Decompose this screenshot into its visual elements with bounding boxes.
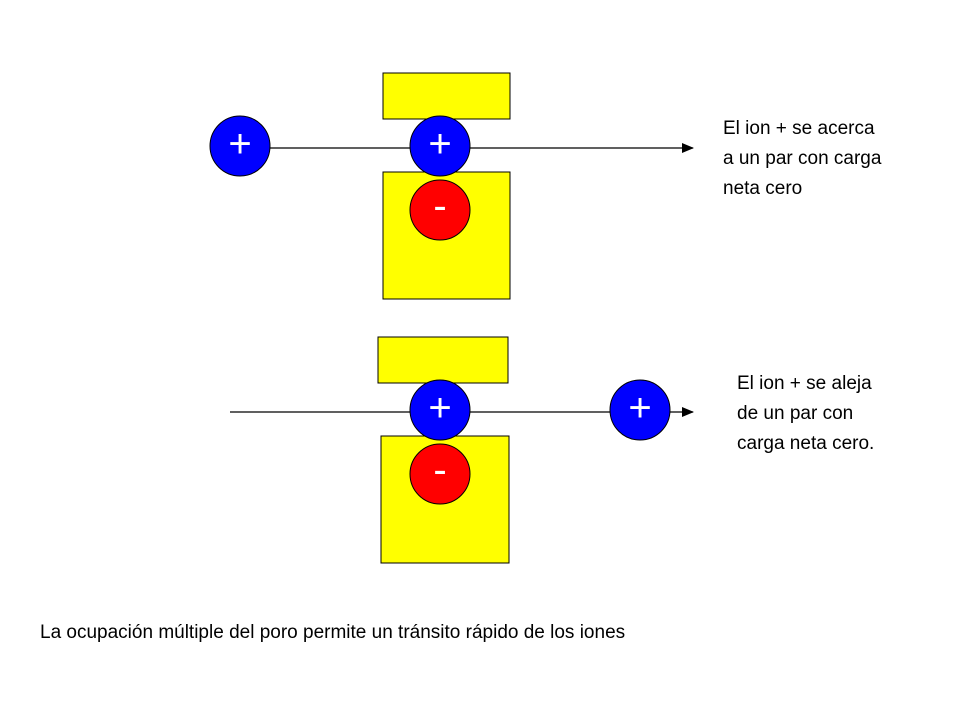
ion-sign: - [433, 184, 446, 228]
cation-ion: + [409, 379, 471, 441]
caption: La ocupación múltiple del poro permite u… [40, 622, 626, 643]
ion-sign: + [428, 386, 451, 430]
description-line: neta cero [723, 178, 803, 199]
description-line: carga neta cero. [737, 433, 875, 454]
anion-ion: - [409, 443, 471, 505]
panel-depart: + + - [230, 336, 694, 564]
ion-sign: + [228, 122, 251, 166]
description-line: El ion + se acerca [723, 118, 875, 139]
description-line: El ion + se aleja [737, 373, 872, 394]
pore-block-upper [382, 72, 511, 120]
description-approach: El ion + se acerca a un par con carga ne… [723, 114, 881, 204]
ion-sign: - [433, 448, 446, 492]
description-line: a un par con carga [723, 148, 882, 169]
ion-sign: + [428, 122, 451, 166]
cation-ion: + [609, 379, 671, 441]
pore-block-upper [377, 336, 509, 384]
panel-approach: + + - [209, 72, 694, 300]
anion-ion: - [409, 179, 471, 241]
cation-ion: + [209, 115, 271, 177]
description-line: de un par con [737, 403, 854, 424]
ion-sign: + [628, 386, 651, 430]
description-depart: El ion + se aleja de un par con carga ne… [737, 369, 874, 459]
cation-ion: + [409, 115, 471, 177]
